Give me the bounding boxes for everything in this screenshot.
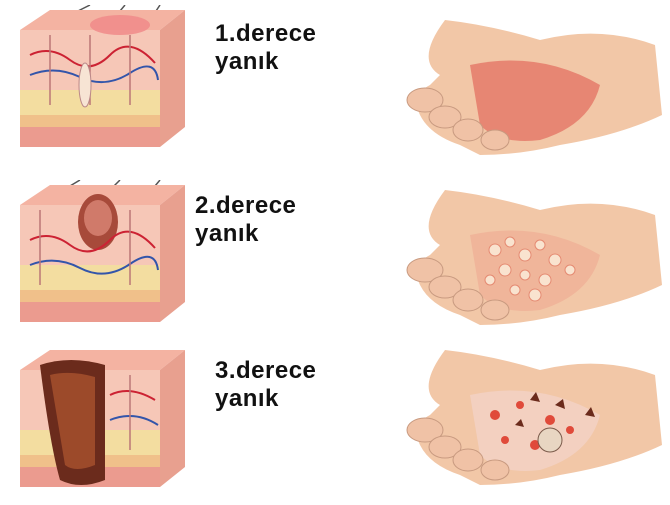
degree-label-3-line2: yanık	[215, 385, 316, 413]
degree-label-1-line1: 1.derece	[215, 20, 316, 48]
skin-cross-section-2nd-degree	[10, 180, 190, 330]
degree-label-3-line1: 3.derece	[215, 357, 316, 385]
degree-label-1: 1.derece yanık	[215, 20, 316, 76]
degree-row-2: 2.derece yanık	[0, 180, 670, 340]
hand-illustration-3rd-degree	[400, 345, 665, 505]
degree-label-3: 3.derece yanık	[215, 357, 316, 413]
hand-illustration-1st-degree	[400, 5, 665, 165]
degree-row-1: 1.derece yanık	[0, 5, 670, 165]
skin-cross-section-3rd-degree	[10, 345, 190, 495]
skin-cross-section-1st-degree	[10, 5, 190, 155]
degree-row-3: 3.derece yanık	[0, 345, 670, 505]
degree-label-1-line2: yanık	[215, 48, 316, 76]
degree-label-2-line1: 2.derece	[195, 192, 296, 220]
hand-illustration-2nd-degree	[400, 180, 665, 340]
degree-label-2-line2: yanık	[195, 220, 296, 248]
degree-label-2: 2.derece yanık	[195, 192, 296, 248]
